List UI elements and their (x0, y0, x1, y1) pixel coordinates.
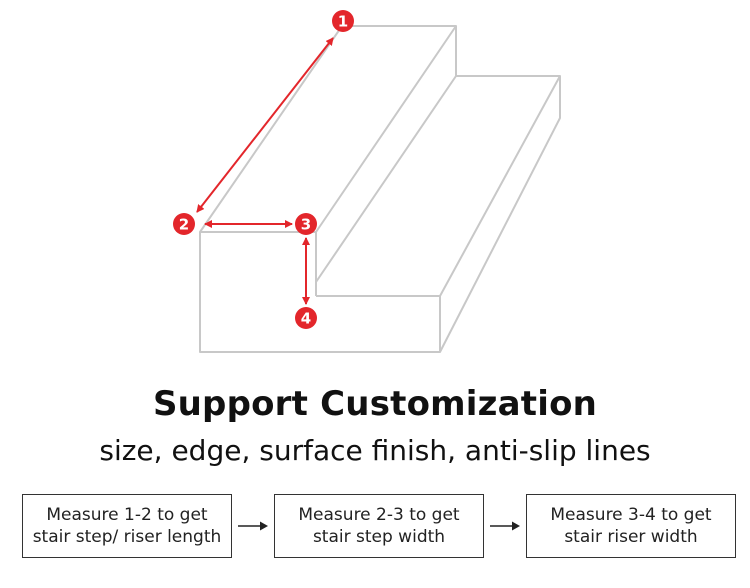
stair-diagram: 1 2 3 4 (173, 10, 561, 353)
headline-title: Support Customization (152, 384, 598, 424)
marker-2-circle (173, 213, 195, 235)
marker-4-label: 4 (301, 310, 311, 328)
marker-3-circle (295, 213, 317, 235)
flow-arrow-icon (490, 521, 520, 531)
stair-outline (199, 25, 561, 353)
flow-arrow-icon (238, 521, 268, 531)
step-box-2: Measure 2-3 to get stair step width (274, 494, 484, 558)
marker-1-circle (332, 10, 354, 32)
step-box-1: Measure 1-2 to get stair step/ riser len… (22, 494, 232, 558)
marker-3: 3 (295, 213, 317, 235)
arrow-1-2 (196, 37, 334, 213)
marker-4-circle (295, 307, 317, 329)
measurement-arrows (196, 37, 334, 305)
marker-3-label: 3 (301, 216, 311, 234)
marker-4: 4 (295, 307, 317, 329)
headline-subtitle: size, edge, surface finish, anti-slip li… (99, 434, 651, 467)
marker-2-label: 2 (179, 216, 189, 234)
step-box-3: Measure 3-4 to get stair riser width (526, 494, 736, 558)
marker-1-label: 1 (338, 13, 348, 31)
marker-1: 1 (332, 10, 354, 32)
marker-2: 2 (173, 213, 195, 235)
